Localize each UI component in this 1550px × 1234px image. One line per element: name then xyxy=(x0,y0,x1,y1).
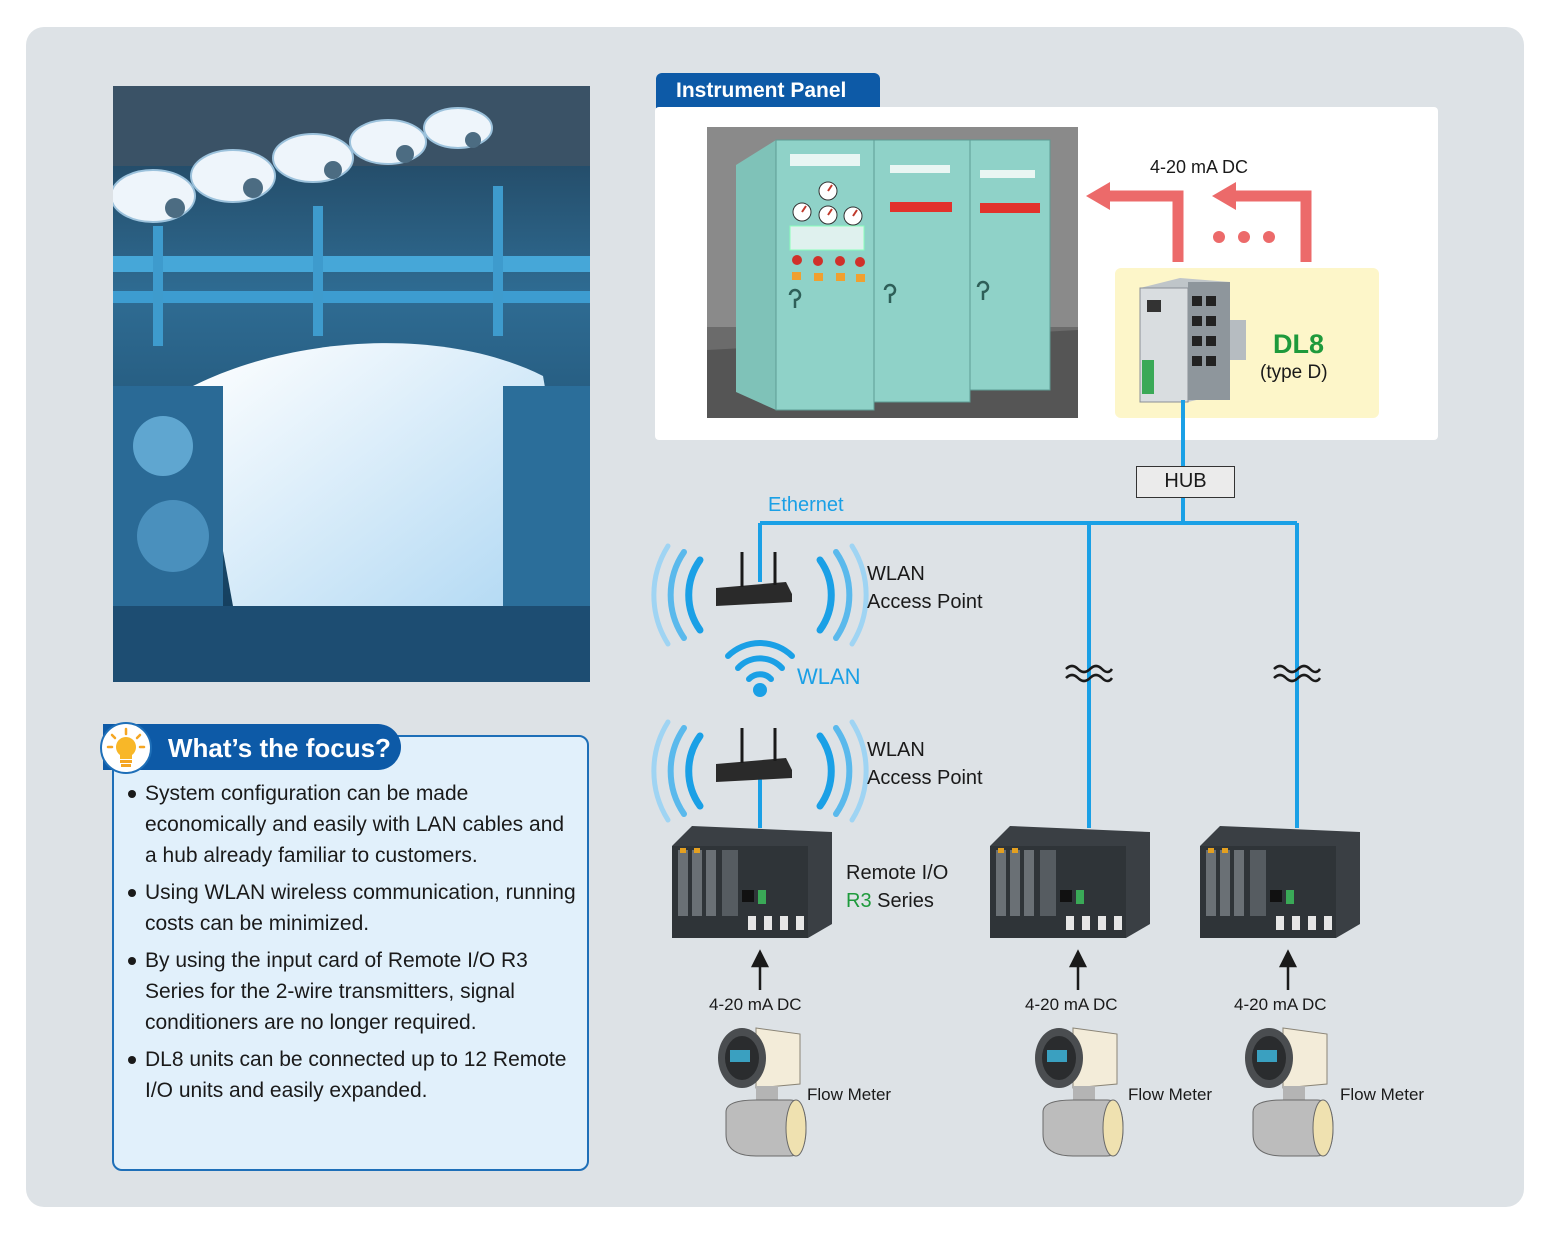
flow-meter-icon xyxy=(1245,1027,1334,1157)
access-point-2-label-line2: Access Point xyxy=(867,767,983,789)
remote-io-icon xyxy=(672,826,832,938)
instrument-cabinet-illustration xyxy=(707,127,1078,418)
signal-arrowhead xyxy=(1086,182,1110,210)
wifi-icon xyxy=(725,640,795,682)
remote-io-series-prefix: R3 xyxy=(846,890,872,912)
dl8-device-icon xyxy=(1139,278,1246,403)
wlan-label: WLAN xyxy=(797,664,861,689)
flow-meter-label: Flow Meter xyxy=(1340,1085,1425,1104)
focus-bullet-list: System configuration can be made economi… xyxy=(126,778,576,1112)
focus-bullet: System configuration can be made economi… xyxy=(126,778,576,871)
focus-bullet: DL8 units can be connected up to 12 Remo… xyxy=(126,1044,576,1106)
ellipsis-dot xyxy=(1213,231,1225,243)
line-break-symbol xyxy=(1065,664,1322,683)
focus-bullet: Using WLAN wireless communication, runni… xyxy=(126,877,576,939)
flow-meter-icon xyxy=(1035,1027,1124,1157)
lightbulb-icon xyxy=(100,722,152,774)
focus-header xyxy=(103,724,401,770)
ellipsis-dot xyxy=(1263,231,1275,243)
flow-meter-label: Flow Meter xyxy=(807,1085,892,1104)
access-point-icon xyxy=(651,543,869,647)
field-signal-label: 4-20 mA DC xyxy=(1234,995,1327,1014)
signal-arrowhead xyxy=(1212,182,1236,210)
instrument-panel-title: Instrument Panel xyxy=(676,79,847,102)
access-point-1-label-line1: WLAN xyxy=(867,563,925,585)
instrument-panel-tab xyxy=(656,73,880,109)
paper-mill-photo xyxy=(113,86,590,682)
focus-bullet: By using the input card of Remote I/O R3… xyxy=(126,945,576,1038)
access-point-1-label-line2: Access Point xyxy=(867,591,983,613)
dl8-type: (type D) xyxy=(1260,362,1328,383)
hub-box: HUB xyxy=(1136,466,1235,498)
access-point-icon xyxy=(651,719,869,823)
remote-io-series-suffix: Series xyxy=(871,890,934,912)
focus-box xyxy=(112,735,589,1171)
ethernet-lines xyxy=(758,400,1299,828)
ellipsis-dot xyxy=(1238,231,1250,243)
wifi-dot xyxy=(753,683,767,697)
dl8-name: DL8 xyxy=(1273,329,1325,359)
remote-io-series-label: R3 Series xyxy=(846,890,934,913)
flow-meter-label: Flow Meter xyxy=(1128,1085,1213,1104)
signal-arrows xyxy=(1105,190,1312,262)
focus-title: What’s the focus? xyxy=(168,733,391,763)
field-signal-label: 4-20 mA DC xyxy=(1025,995,1118,1014)
field-signal-label: 4-20 mA DC xyxy=(709,995,802,1014)
panel-signal-label: 4-20 mA DC xyxy=(1150,157,1249,177)
up-arrows xyxy=(750,949,1298,990)
access-point-2-label-line1: WLAN xyxy=(867,739,925,761)
flow-meter-icon xyxy=(718,1027,807,1157)
remote-io-icon xyxy=(1200,826,1360,938)
remote-io-icon xyxy=(990,826,1150,938)
remote-io-label: Remote I/O xyxy=(846,862,949,884)
ethernet-label: Ethernet xyxy=(768,494,844,516)
